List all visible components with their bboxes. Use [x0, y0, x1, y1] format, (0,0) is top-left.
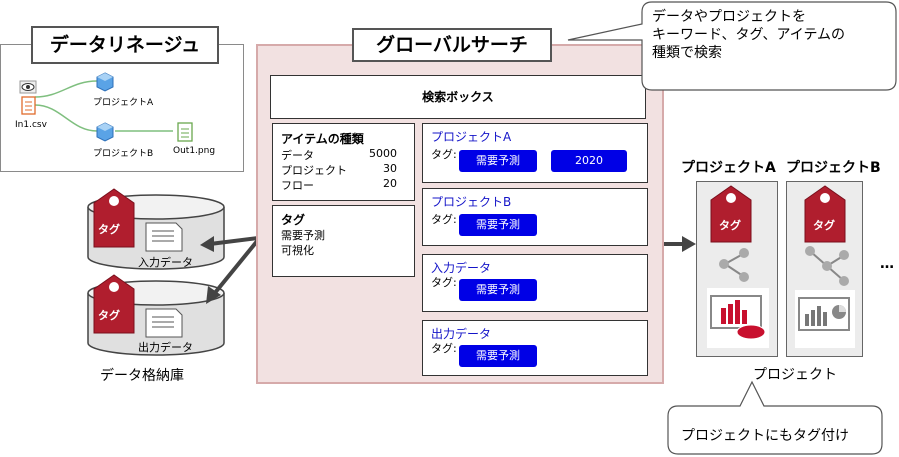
tagging-callout-text: プロジェクトにもタグ付け	[681, 428, 849, 444]
callout-line: データやプロジェクトを	[652, 9, 806, 25]
result-card-output-data[interactable]: 出力データ タグ: 需要予測	[422, 320, 648, 376]
dashboard-chart-icon	[707, 288, 769, 348]
project-tag-label: タグ	[719, 219, 741, 232]
item-types-heading: アイテムの種類	[281, 132, 364, 146]
document-icon	[145, 222, 183, 252]
result-title[interactable]: プロジェクトA	[431, 130, 512, 144]
storage-tag-label: タグ	[98, 309, 120, 322]
tag-chip[interactable]: 2020	[551, 150, 627, 172]
project-a-card[interactable]	[696, 181, 778, 357]
arrow-head	[200, 236, 214, 252]
data-lineage-panel: In1.csv プロジェクトA プロジェクトB Out1.png	[0, 44, 244, 172]
tag-icon	[93, 188, 135, 248]
result-title[interactable]: 入力データ	[431, 261, 492, 275]
eye-icon	[19, 80, 37, 94]
result-card-project-b[interactable]: プロジェクトB タグ: 需要予測	[422, 188, 648, 246]
output-data-label: 出力データ	[138, 341, 193, 354]
item-type-name[interactable]: フロー	[281, 179, 314, 192]
item-type-count: 5000	[369, 147, 397, 160]
arrow-head	[206, 286, 221, 304]
projects-caption: プロジェクト	[753, 367, 837, 383]
project-b-node-label: プロジェクトB	[93, 149, 154, 159]
item-type-name[interactable]: データ	[281, 149, 314, 162]
result-tag-prefix: タグ:	[431, 148, 457, 161]
more-projects-ellipsis: …	[880, 256, 894, 272]
tags-filter-panel: タグ 需要予測 可視化	[272, 205, 415, 277]
png-file-icon	[177, 122, 193, 142]
item-type-name[interactable]: プロジェクト	[281, 164, 347, 177]
tags-heading: タグ	[281, 213, 306, 227]
tagging-callout-bubble	[667, 380, 883, 455]
project-cube-icon	[96, 122, 114, 142]
storage-arrows	[200, 236, 260, 304]
callout-line: キーワード、タグ、アイテムの	[652, 27, 846, 43]
project-a-label: プロジェクトA	[681, 160, 776, 176]
callout-line: 種類で検索	[652, 45, 722, 61]
arrow-line	[212, 238, 260, 296]
tag-icon	[804, 185, 846, 243]
global-search-title: グローバルサーチ	[352, 28, 552, 62]
arrow-line	[209, 236, 259, 246]
lineage-edge	[34, 104, 98, 132]
tag-icon	[93, 274, 135, 334]
search-callout-bubble	[567, 1, 897, 91]
tag-chip[interactable]: 需要予測	[459, 214, 537, 236]
tag-icon	[710, 185, 752, 243]
result-title[interactable]: プロジェクトB	[431, 195, 512, 209]
result-card-input-data[interactable]: 入力データ タグ: 需要予測	[422, 254, 648, 312]
result-tag-prefix: タグ:	[431, 276, 457, 289]
share-icon	[719, 248, 749, 282]
lineage-graph	[19, 72, 193, 142]
projects-arrow	[664, 236, 696, 252]
result-tag-prefix: タグ:	[431, 213, 457, 226]
tag-filter-item[interactable]: 可視化	[281, 244, 314, 257]
item-types-panel: アイテムの種類 データ 5000 プロジェクト 30 フロー 20	[272, 123, 415, 201]
project-b-card[interactable]	[786, 181, 863, 357]
project-cube-icon	[96, 72, 114, 92]
tag-filter-item[interactable]: 需要予測	[281, 229, 325, 242]
search-callout-text: データやプロジェクトを キーワード、タグ、アイテムの 種類で検索	[652, 8, 845, 62]
tag-chip[interactable]: 需要予測	[459, 279, 537, 301]
storage-tag-label: タグ	[98, 223, 120, 236]
tag-chip[interactable]: 需要予測	[459, 345, 537, 367]
item-type-count: 30	[383, 162, 397, 175]
share-icon	[805, 246, 849, 286]
input-data-label: 入力データ	[138, 256, 193, 269]
source-file-label: In1.csv	[15, 120, 47, 130]
data-storage-graphic	[87, 188, 225, 356]
document-icon	[145, 308, 183, 338]
csv-file-icon	[21, 96, 36, 115]
item-type-count: 20	[383, 177, 397, 190]
storage-caption: データ格納庫	[100, 368, 184, 384]
output-file-label: Out1.png	[173, 146, 216, 156]
lineage-edge	[34, 80, 98, 98]
project-tag-label: タグ	[813, 219, 835, 232]
tag-chip[interactable]: 需要予測	[459, 150, 537, 172]
result-tag-prefix: タグ:	[431, 342, 457, 355]
search-box[interactable]: 検索ボックス	[270, 75, 646, 119]
project-a-node-label: プロジェクトA	[93, 98, 154, 108]
project-b-label: プロジェクトB	[786, 160, 881, 176]
dashboard-chart-icon	[795, 290, 855, 348]
result-card-project-a[interactable]: プロジェクトA タグ: 需要予測 2020	[422, 123, 648, 183]
result-title[interactable]: 出力データ	[431, 327, 492, 341]
lineage-title: データリネージュ	[31, 26, 219, 64]
